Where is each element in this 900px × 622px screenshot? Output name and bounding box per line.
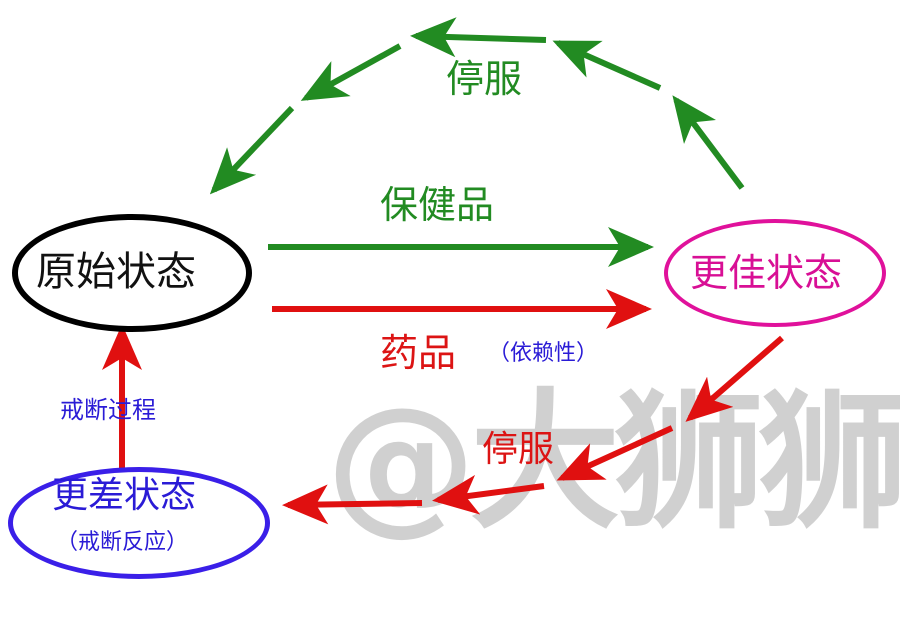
edge-label-withdrawal: 戒断过程 (60, 396, 156, 424)
edge-label-supplement: 保健品 (380, 183, 495, 227)
edge-label-dependence: （依赖性） (488, 341, 599, 366)
arrow-stop-top-seg-2 (552, 40, 662, 91)
arrow-stop-top-seg-3 (410, 17, 547, 58)
node-worse-state-sublabel: （戒断反应） (56, 530, 189, 555)
arrow-stop-top (209, 17, 745, 195)
arrow-stop-top-seg-4 (300, 43, 402, 101)
node-original-state (12, 214, 252, 332)
arrow-stop-bottom-seg-4 (282, 484, 423, 525)
node-worse-state-label: 更差状态 (52, 475, 197, 516)
node-better-state-label: 更佳状态 (690, 251, 843, 295)
arrow-stop-bottom (282, 335, 784, 525)
edge-label-medicine: 药品 (380, 331, 457, 375)
arrow-stop-bottom-seg-2 (556, 425, 674, 481)
node-worse-state (8, 467, 270, 579)
arrow-stop-bottom-seg-1 (685, 335, 784, 422)
arrow-stop-top-seg-5 (209, 105, 295, 195)
edge-label-stop-bottom: 停服 (482, 429, 555, 470)
edge-label-stop-top: 停服 (446, 57, 523, 101)
node-better-state (664, 219, 886, 327)
node-original-state-label: 原始状态 (36, 249, 196, 295)
arrow-stop-bottom-seg-3 (432, 474, 545, 515)
arrow-stop-top-seg-1 (672, 95, 745, 190)
